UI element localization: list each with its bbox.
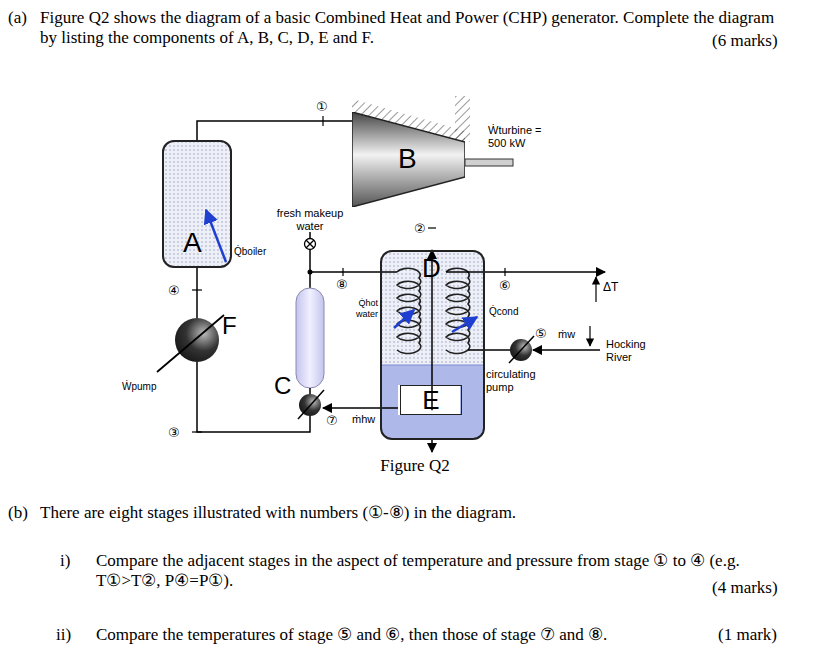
river-intake-pipe: [533, 349, 600, 351]
hotwell-fill: [398, 385, 460, 415]
flow-arrow: [589, 326, 590, 346]
diagram-label: circulating pump: [486, 368, 548, 394]
pipe: [309, 388, 311, 394]
pipe-junction: [308, 270, 313, 275]
diagram-label: fresh makeup water: [272, 207, 348, 233]
diagram-label: Q̇boiler: [234, 246, 266, 258]
feed-pipe: [197, 362, 310, 432]
question-text: There are eight stages illustrated with …: [40, 503, 800, 523]
heat-arrow: [206, 210, 226, 262]
condensate-pipe: [323, 407, 398, 409]
cooling-inlet-pipe: [468, 349, 510, 351]
diagram-label: ṁhw: [352, 413, 375, 426]
callout-number: ⑤: [535, 326, 547, 342]
diagram-label: ΔT: [603, 280, 618, 294]
diagram-label: F: [222, 312, 237, 341]
hot-water-pipe: [310, 271, 397, 273]
boiler-fill: [162, 140, 232, 268]
diagram-label: Q̇hot water: [346, 298, 378, 320]
callout-number: ⑥: [499, 278, 511, 294]
valve-symbol: [306, 240, 314, 248]
figure-caption: Figure Q2: [315, 456, 515, 476]
question-text: Compare the temperatures of stage ⑤ and …: [96, 625, 706, 645]
coil-winding: [446, 268, 470, 353]
pump-shaft: [157, 315, 224, 372]
callout-number: ②: [414, 221, 426, 237]
stage-tick: [428, 227, 436, 228]
condenser-fill: [380, 250, 485, 440]
turbine-body: [352, 112, 465, 207]
stage-tick: [192, 289, 202, 290]
feed-pipe: [196, 268, 198, 318]
component-box: DE: [380, 250, 485, 440]
turbine-shaft: [465, 159, 513, 166]
heat-arrow: [394, 310, 414, 328]
question-text: ii): [56, 625, 71, 645]
question-text: Figure Q2 shows the diagram of a basic C…: [40, 8, 792, 49]
component-letter: B: [398, 145, 417, 173]
turbine-casing-hatch: [455, 96, 470, 142]
diagram-label: Ẇpump: [122, 381, 156, 393]
coil-winding: [397, 268, 421, 353]
stage-tick: [504, 268, 505, 276]
stage-tick: [342, 268, 343, 276]
callout-number: ①: [316, 99, 328, 115]
component-letter: D: [422, 255, 441, 281]
pump-shaft: [298, 390, 324, 419]
diagram-label: Hocking River: [606, 338, 668, 364]
component-box: A: [162, 140, 232, 268]
callout-number: ⑦: [326, 413, 338, 429]
component-letter: E: [422, 387, 439, 413]
callout-number: ⑧: [336, 277, 348, 293]
callout-number: ④: [168, 283, 180, 299]
question-text: i): [60, 551, 70, 571]
feed-tank: [296, 288, 324, 388]
question-text: (1 mark): [718, 625, 777, 645]
valve-symbol: [305, 239, 316, 250]
component-box: E: [400, 385, 462, 415]
heat-arrow: [452, 317, 477, 332]
stage-tick: [192, 431, 202, 432]
delta-t-arrow: [595, 277, 596, 302]
pipe-connector: [197, 121, 352, 140]
question-text: (6 marks): [712, 31, 778, 51]
diagram-label: ṁw: [558, 328, 575, 341]
question-text: (a): [8, 8, 27, 28]
question-text: (4 marks): [712, 578, 778, 598]
component-letter: A: [183, 229, 202, 257]
turbine-node: B: [352, 112, 465, 207]
diagram-label: C: [274, 372, 291, 401]
question-text: Compare the adjacent stages in the aspec…: [96, 551, 794, 592]
diagram-label: Ẇturbine = 500 kW: [488, 124, 560, 150]
question-text: (b): [8, 503, 28, 523]
callout-number: ③: [168, 425, 180, 441]
drain-arrow: [431, 440, 433, 452]
diagram-label: Q̇cond: [489, 306, 518, 318]
pump-shaft: [509, 336, 534, 363]
cooling-outlet-pipe: [446, 271, 605, 273]
heat-exchanger-coils: [397, 268, 470, 353]
